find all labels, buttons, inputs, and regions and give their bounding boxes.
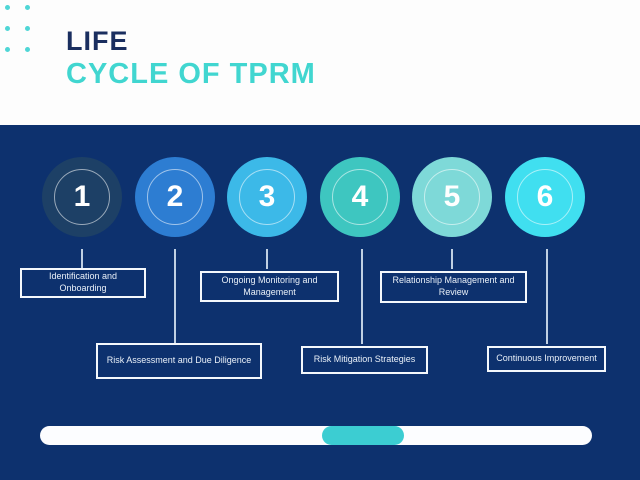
connector-line-4 [361,249,363,344]
dot-icon [5,47,10,52]
step-circle-5: 5 [412,157,492,237]
step-label-box-5: Relationship Management and Review [380,271,527,303]
connector-line-1 [81,249,83,269]
step-number-1: 1 [73,180,91,213]
connector-line-2 [174,249,176,344]
step-label-4: Risk Mitigation Strategies [313,354,416,365]
step-label-box-4: Risk Mitigation Strategies [301,346,428,374]
dot-icon [5,5,10,10]
step-label-box-6: Continuous Improvement [487,346,606,372]
dot-icon [5,26,10,31]
step-label-3: Ongoing Monitoring and Management [221,274,318,297]
circle-ring [424,169,480,225]
circle-ring [517,169,573,225]
step-label-box-2: Risk Assessment and Due Diligence [96,343,262,379]
circle-ring [54,169,110,225]
step-circle-4: 4 [320,157,400,237]
step-circle-3: 3 [227,157,307,237]
circle-ring [147,169,203,225]
step-label-box-1: Identification and Onboarding [20,268,146,298]
step-label-1: Identification and Onboarding [48,271,118,293]
circle-ring [332,169,388,225]
step-label-5: Relationship Management and Review [392,275,515,297]
header: LIFE CYCLE OF TPRM [0,0,640,125]
step-circle-1: 1 [42,157,122,237]
step-circle-2: 2 [135,157,215,237]
step-number-3: 3 [258,180,276,213]
step-number-4: 4 [351,180,369,213]
scrollbar-thumb[interactable] [322,426,404,445]
connector-line-6 [546,249,548,344]
step-number-5: 5 [443,180,461,213]
title-line-1: LIFE [66,26,129,56]
step-label-6: Continuous Improvement [496,353,597,364]
title-line-2: CYCLE OF TPRM [66,58,316,90]
page-title: LIFE CYCLE OF TPRM [66,28,316,89]
step-circle-6: 6 [505,157,585,237]
dot-icon [25,5,30,10]
step-label-2: Risk Assessment and Due Diligence [106,355,252,366]
scrollbar-track[interactable] [40,426,592,445]
connector-line-5 [451,249,453,269]
step-number-2: 2 [166,180,184,213]
dot-icon [25,26,30,31]
dot-icon [25,47,30,52]
decorative-dots [5,5,30,52]
step-label-box-3: Ongoing Monitoring and Management [200,271,339,302]
step-number-6: 6 [536,180,554,213]
circle-ring [239,169,295,225]
connector-line-3 [266,249,268,269]
